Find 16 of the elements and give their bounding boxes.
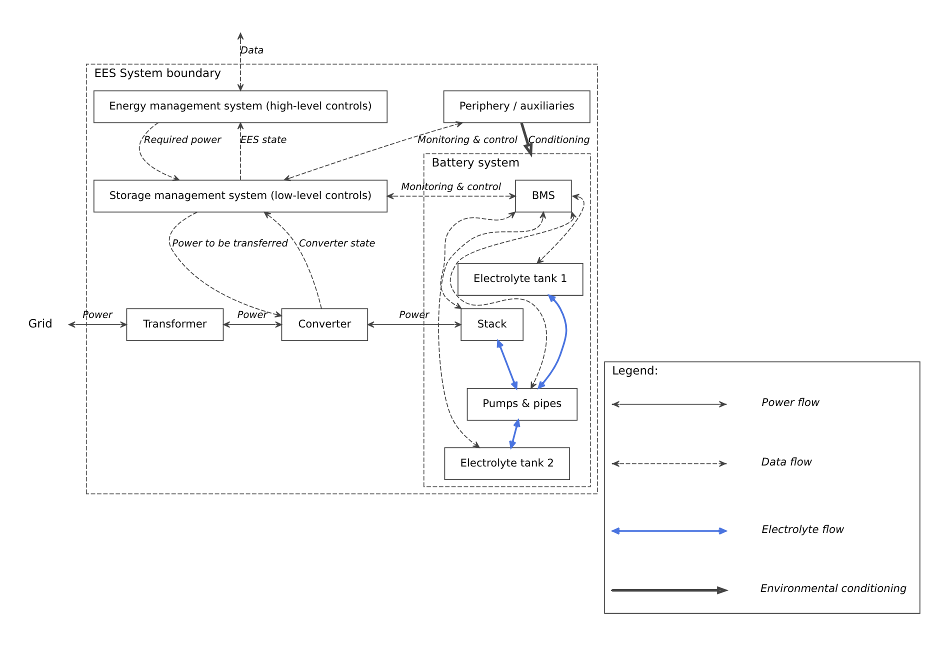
- legend-label: Data flow: [761, 455, 812, 468]
- edge-label: Data: [240, 44, 264, 56]
- edge-label: Power: [237, 310, 268, 321]
- edge-label: Conditioning: [528, 134, 590, 146]
- edge-label: Converter state: [298, 238, 376, 249]
- edge-label: Required power: [144, 134, 222, 146]
- node-text: Grid: [28, 316, 52, 330]
- edge-label: Power: [399, 310, 430, 321]
- edge-label: Power to be transferred: [172, 238, 288, 249]
- legend-label: Environmental conditioning: [760, 582, 907, 595]
- edge-label: Monitoring & control: [401, 181, 502, 192]
- legend-label: Electrolyte flow: [762, 522, 844, 536]
- edge-label: Monitoring & control: [418, 134, 518, 146]
- edge-label: Power: [82, 310, 112, 321]
- edge-label: EES state: [240, 134, 287, 146]
- legend-label: Power flow: [762, 396, 820, 409]
